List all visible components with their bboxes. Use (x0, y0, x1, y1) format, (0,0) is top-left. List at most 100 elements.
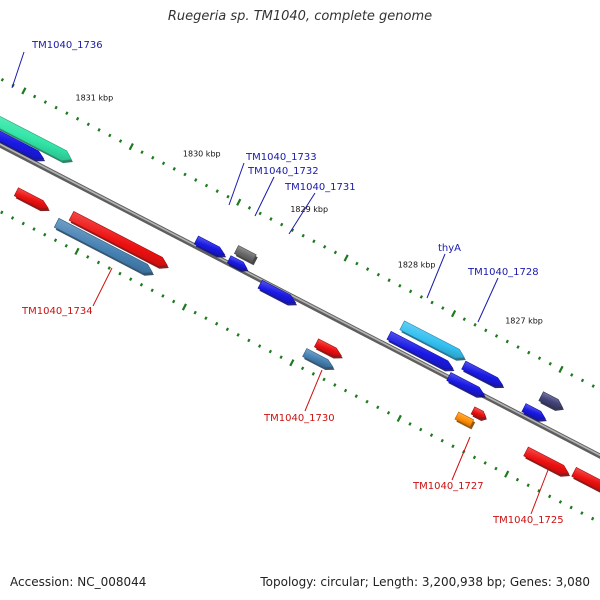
minor-tick (590, 516, 595, 521)
minor-tick (386, 411, 391, 415)
minor-tick (258, 211, 262, 216)
minor-tick (343, 388, 348, 393)
minor-tick (236, 333, 240, 337)
forward-tick-row (0, 77, 595, 388)
minor-tick (580, 378, 585, 383)
minor-tick (183, 172, 187, 177)
gene-label-leader-line (530, 469, 549, 515)
minor-tick (537, 488, 541, 493)
gene-label[interactable]: TM1040_1732 (247, 166, 319, 177)
gene-feature-blue-1729[interactable] (386, 330, 454, 370)
gene-label[interactable]: TM1040_1734 (21, 306, 93, 317)
major-tick (289, 359, 295, 367)
minor-tick (139, 282, 144, 287)
gene-feature-red-small[interactable] (13, 187, 49, 209)
gene-feature-steelblue-1730[interactable] (302, 348, 334, 368)
minor-tick (505, 339, 509, 344)
major-tick (558, 365, 564, 373)
minor-tick (43, 232, 47, 237)
minor-tick (398, 283, 402, 288)
minor-tick (290, 228, 295, 232)
gene-feature-blue-1728b[interactable] (446, 372, 485, 396)
minor-tick (140, 150, 144, 155)
minor-tick (215, 189, 219, 193)
minor-tick (118, 139, 123, 143)
minor-tick (494, 334, 499, 338)
minor-tick (108, 133, 112, 138)
accession-text: Accession: NC_008044 (10, 575, 147, 589)
scale-label: 1830 kbp (183, 149, 221, 158)
gene-label[interactable]: TM1040_1736 (31, 40, 103, 51)
minor-tick (580, 511, 584, 515)
gene-feature-red-1725[interactable] (523, 446, 570, 475)
gene-feature-cyan-thyA[interactable] (399, 320, 465, 359)
major-tick (343, 254, 349, 262)
gene-label-leader-line (426, 253, 446, 299)
major-tick (236, 198, 242, 206)
minor-tick (75, 116, 80, 121)
gene-label-leader-line (254, 176, 275, 217)
minor-tick (333, 250, 338, 255)
scale-label: 1827 kbp (505, 316, 543, 325)
minor-tick (408, 422, 412, 426)
minor-tick (129, 277, 133, 282)
minor-tick (333, 383, 337, 387)
gene-feature-red-1734[interactable] (68, 210, 168, 267)
minor-tick (0, 210, 4, 215)
minor-tick (355, 261, 359, 266)
minor-tick (591, 384, 595, 388)
gene-feature-blue-1735[interactable] (0, 115, 45, 160)
minor-tick (86, 255, 90, 259)
minor-tick (484, 328, 488, 333)
gene-feature-slate-1726[interactable] (538, 391, 563, 409)
minor-tick (97, 128, 101, 132)
major-tick (74, 247, 80, 255)
gene-label[interactable]: thyA (438, 243, 461, 254)
minor-tick (10, 216, 15, 220)
gene-feature-blue-1728[interactable] (461, 360, 504, 386)
gene-label[interactable]: TM1040_1725 (492, 515, 564, 526)
minor-tick (365, 399, 369, 404)
minor-tick (107, 266, 111, 270)
minor-tick (462, 317, 466, 322)
gene-feature-blue-1726b[interactable] (521, 403, 546, 420)
minor-tick (558, 500, 563, 504)
gene-label[interactable]: TM1040_1733 (245, 152, 317, 163)
gene-feature-steelblue-1734[interactable] (53, 217, 153, 274)
gene-feature-blue-1732[interactable] (226, 255, 248, 270)
minor-tick (32, 94, 37, 99)
gene-feature-orange-1727[interactable] (454, 411, 475, 428)
gene-feature-red-1727a[interactable] (470, 406, 486, 419)
gene-label[interactable]: TM1040_1730 (263, 413, 335, 424)
minor-tick (65, 111, 69, 116)
gene-feature-red-1730a[interactable] (313, 338, 342, 357)
minor-tick (547, 494, 552, 499)
minor-tick (312, 239, 316, 244)
minor-tick (483, 461, 487, 465)
minor-tick (32, 227, 36, 231)
genome-backbone-highlight (0, 143, 600, 457)
minor-tick (96, 260, 101, 265)
gene-feature-gray-1733[interactable] (233, 245, 257, 264)
minor-tick (54, 105, 58, 110)
minor-tick (280, 222, 284, 227)
minor-tick (365, 267, 370, 271)
minor-tick (311, 372, 315, 376)
gene-label[interactable]: TM1040_1727 (412, 481, 484, 492)
gene-feature-blue-1731[interactable] (257, 279, 297, 304)
minor-tick (419, 427, 423, 432)
minor-tick (247, 206, 252, 210)
gene-label[interactable]: TM1040_1728 (467, 267, 539, 278)
minor-tick (472, 455, 477, 460)
gene-feature-blue-1733a[interactable] (193, 235, 226, 256)
minor-tick (21, 221, 25, 226)
minor-tick (537, 356, 542, 361)
minor-tick (161, 294, 165, 298)
gene-label[interactable]: TM1040_1731 (284, 182, 356, 193)
minor-tick (0, 77, 5, 82)
major-tick (128, 142, 134, 151)
minor-tick (430, 300, 434, 305)
gene-feature-aqua-1736[interactable] (0, 104, 72, 161)
